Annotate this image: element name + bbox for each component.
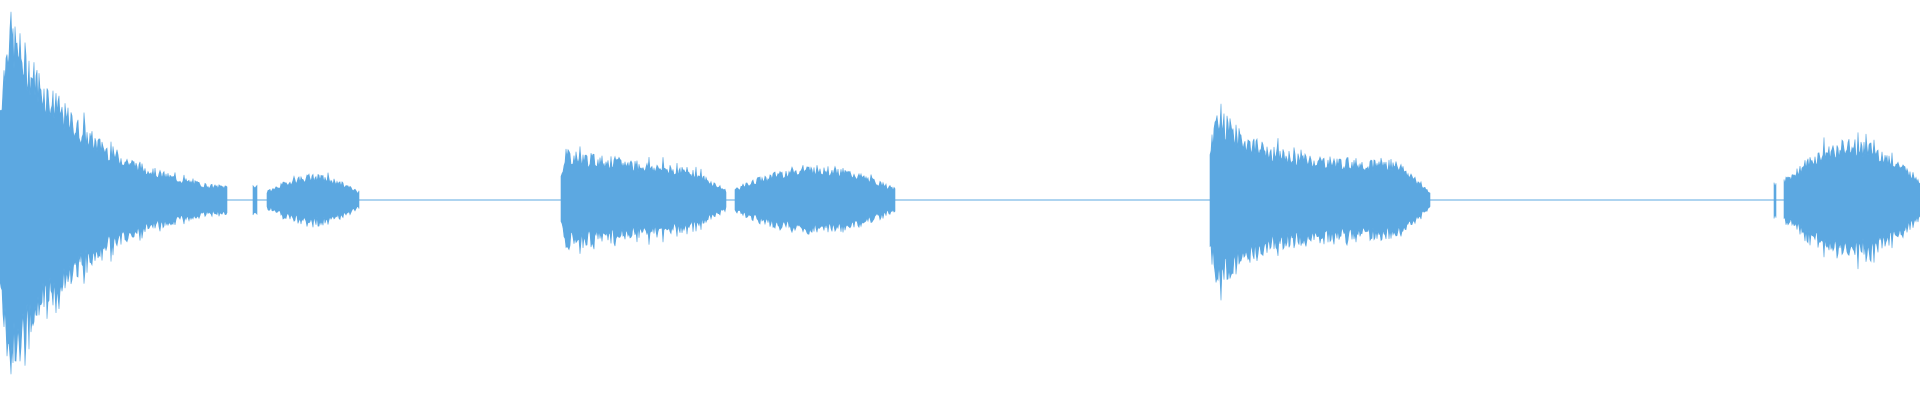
waveform-segment: [1783, 132, 1920, 270]
waveform-segment: [560, 146, 727, 254]
waveform-segment: [1209, 103, 1431, 301]
waveform-segment: [266, 172, 360, 228]
waveform-segment: [252, 184, 258, 216]
waveform-segments: [0, 11, 1920, 375]
waveform-segment: [0, 11, 228, 375]
waveform-segment: [734, 165, 896, 235]
waveform-segment: [1773, 182, 1777, 219]
